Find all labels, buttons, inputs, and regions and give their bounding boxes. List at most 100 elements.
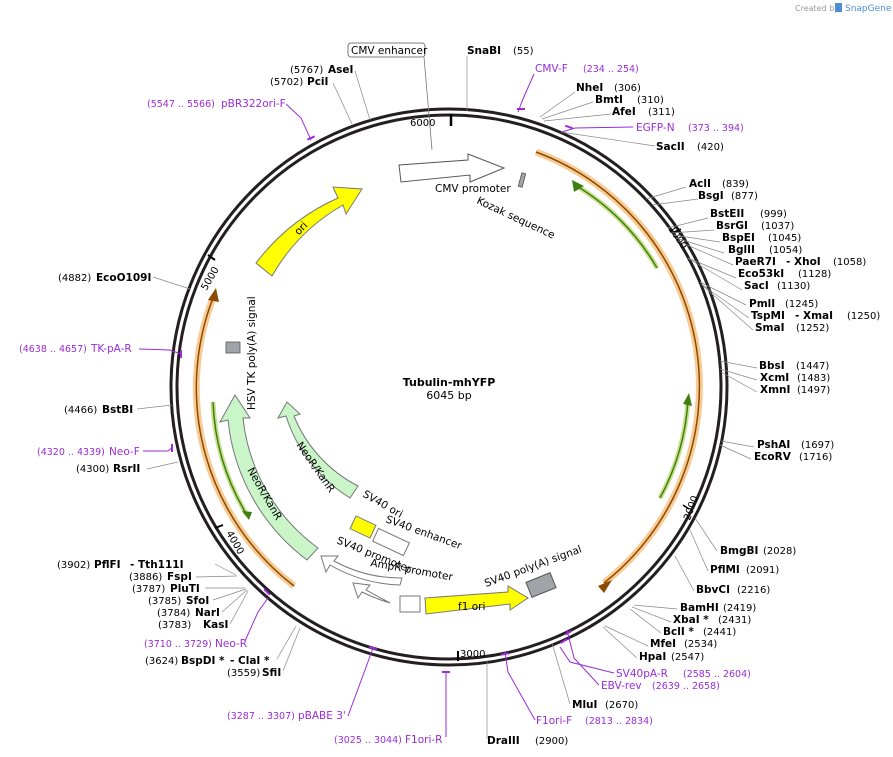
tick-2000 [682,504,690,510]
primer-egfp-n: EGFP-N [636,122,675,134]
primer-cmv-f: CMV-F [535,63,568,75]
enzyme-pflfi: PflFI [94,559,121,571]
cmv-enhancer-leader [423,56,433,151]
enzyme-pflfi-pos: (3902) [57,560,90,571]
hsv-tk-polya-label: HSV TK poly(A) signal [246,296,258,410]
enzyme-smai-pos: (1252) [796,323,829,334]
enzyme-xbai: XbaI * [673,614,709,626]
gene-arc-green-2 [657,399,691,500]
primer-pbr322ori-f-pos: (5547 .. 5566) [147,99,215,110]
enzyme-bsrgi-pos: (1037) [761,221,794,232]
enzyme-acli-pos: (839) [722,179,749,190]
enzyme-xmni: XmnI [760,384,790,396]
f1-ori-label: f1 ori [458,601,485,613]
primer-neo-f-pos: (4320 .. 4339) [37,447,105,458]
enzyme-afei: AfeI [612,106,636,118]
tick-4000 [214,524,224,529]
enzyme-nhei-pos: (306) [614,83,641,94]
sv40-ori-label: SV40 ori [361,488,405,521]
tick-label-1000: 1000 [665,224,689,251]
hsv-tk-polya-box [225,341,241,354]
primer-labels: CMV-F (234 .. 254) EGFP-N (373 .. 394) S… [19,63,751,746]
backbone-inner [175,113,723,661]
enzyme-bamhi-pos: (2419) [723,603,756,614]
primer-f1ori-f-pos: (2813 .. 2834) [585,716,653,727]
gene-arc-green-1-arrow [572,180,584,192]
enzyme-bspei: BspEI [722,232,755,244]
created-by-text: Created by [795,4,839,13]
primer-ebv-rev-pos: (2639 .. 2658) [652,681,720,692]
enzyme-xmai-pos: (1250) [847,311,880,322]
snapgene-logo-icon [835,3,842,12]
kozak-box [517,172,527,188]
primer-tk-pa-r: TK-pA-R [90,343,132,355]
enzyme-mlui-pos: (2670) [605,700,638,711]
enzyme-xhoi: - XhoI [786,256,821,268]
primer-neo-r-pos: (3710 .. 3729) [144,639,212,650]
ampr-promoter-box [399,595,421,613]
cmv-enhancer-label: CMV enhancer [351,45,428,57]
primer-pbabe-3-pos: (3287 .. 3307) [227,711,295,722]
enzyme-xcmi: XcmI [760,372,789,384]
enzyme-mlui: MluI [572,699,597,711]
primer-ticks [171,108,574,673]
enzyme-sfii: SfiI [262,667,281,679]
enzyme-tth111i: - Tth111I [130,559,184,571]
enzyme-pflmi: PflMI [710,564,740,576]
primer-pbr322ori-f: pBR322ori-F [221,98,286,110]
enzyme-bamhi: BamHI [680,602,719,614]
primer-sv40pa-r-pos: (2585 .. 2604) [683,669,751,680]
enzyme-hpai: HpaI [639,651,666,663]
enzyme-xmni-pos: (1497) [797,385,830,396]
enzyme-smai: SmaI [755,322,785,334]
gene-arc-orange-left-arrow [208,288,219,302]
enzyme-bcli: BclI * [663,626,694,638]
enzyme-bsteii: BstEII [710,208,744,220]
snapgene-logo-text: SnapGene [845,4,892,14]
enzyme-bspdi-pos: (3624) [145,656,178,667]
gene-arc-green-3-line [212,401,248,516]
enzyme-fspi: FspI [167,571,192,583]
neo-kan-arrow-inner [276,401,359,499]
enzyme-snabi: SnaBI [467,45,501,57]
enzyme-sfii-pos: (3559) [227,668,260,679]
enzyme-bglii: BglII [728,244,755,256]
primer-neo-f: Neo-F [109,446,140,458]
enzyme-bbvci-pos: (2216) [737,585,770,596]
backbone-outer [169,107,729,667]
sv40-polya-box [525,572,557,598]
enzyme-bglii-pos: (1054) [769,245,802,256]
tick-label-6000: 6000 [410,118,435,129]
enzyme-paer7i: PaeR7I [735,256,776,268]
enzyme-bbvci: BbvCI [696,584,730,596]
cmv-promoter-label: CMV promoter [435,183,511,195]
neo-kan-arrow-outer [219,394,319,561]
enzyme-saci: SacI [744,280,769,292]
enzyme-sacii: SacII [656,141,685,153]
enzyme-ecorv: EcoRV [754,451,792,463]
f1-ori-arrow [424,585,529,615]
enzyme-xmai: - XmaI [795,310,833,322]
ampr-promoter-arrow [352,582,391,604]
gene-arc-green-2-arrow [683,393,692,406]
primer-ebv-rev: EBV-rev [601,680,642,692]
primer-neo-r: Neo-R [215,638,247,650]
primer-f1ori-r: F1ori-R [405,734,442,746]
enzyme-bmgbi: BmgBI [720,545,758,557]
ori-arrow [255,186,363,277]
enzyme-bsgi: BsgI [698,190,724,202]
enzyme-pmli: PmlI [749,298,775,310]
enzyme-afei-pos: (311) [648,107,675,118]
enzyme-asei: AseI [328,64,353,76]
enzyme-bspdi: BspDI * [181,655,225,667]
enzyme-pcii: PciI [307,76,328,88]
enzyme-eco53ki-pos: (1128) [798,269,831,280]
enzyme-pmli-pos: (1245) [785,299,818,310]
gene-arc-orange-left-line [195,297,295,587]
enzyme-draiii-pos: (2900) [535,736,568,747]
tick-1000 [671,228,682,234]
plasmid-name: Tubulin-mhYFP [403,376,496,389]
enzyme-clai: - ClaI * [230,655,270,667]
enzyme-bmti-pos: (310) [637,95,664,106]
gene-arc-orange-right-arrow [598,580,612,593]
